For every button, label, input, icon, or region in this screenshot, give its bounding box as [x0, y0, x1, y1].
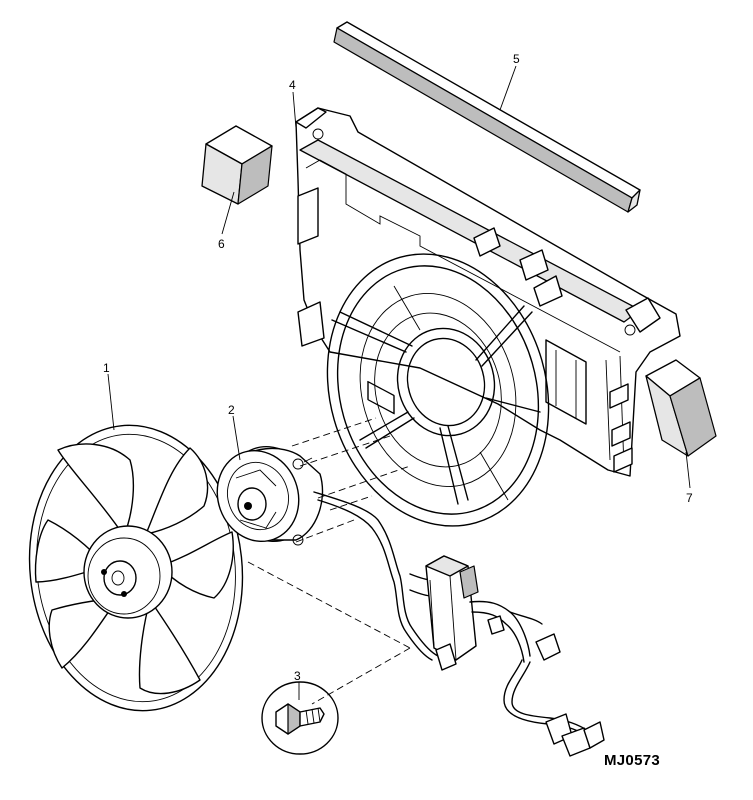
part-6-foam-block — [201, 125, 273, 205]
part-2-fan-motor — [216, 446, 324, 546]
callout-5: 5 — [513, 52, 520, 66]
callout-labels: 1 2 3 4 5 6 7 — [103, 52, 693, 683]
part-4-shroud-ring — [326, 253, 550, 527]
part-1-fan-blade — [28, 424, 244, 712]
part-3-screw — [261, 681, 339, 755]
assembly-alignment-lines — [247, 417, 411, 705]
callout-6: 6 — [218, 237, 225, 251]
fan-wiring-harness — [313, 491, 605, 757]
part-5-seal-strip — [333, 21, 641, 213]
callout-4: 4 — [289, 78, 296, 92]
part-7-foam-block — [645, 359, 717, 457]
callout-3: 3 — [294, 669, 301, 683]
callout-2: 2 — [228, 403, 235, 417]
callout-leader-lines — [107, 65, 691, 700]
callout-7: 7 — [686, 491, 693, 505]
callout-1: 1 — [103, 361, 110, 375]
diagram-reference-code: MJ0573 — [604, 752, 661, 769]
